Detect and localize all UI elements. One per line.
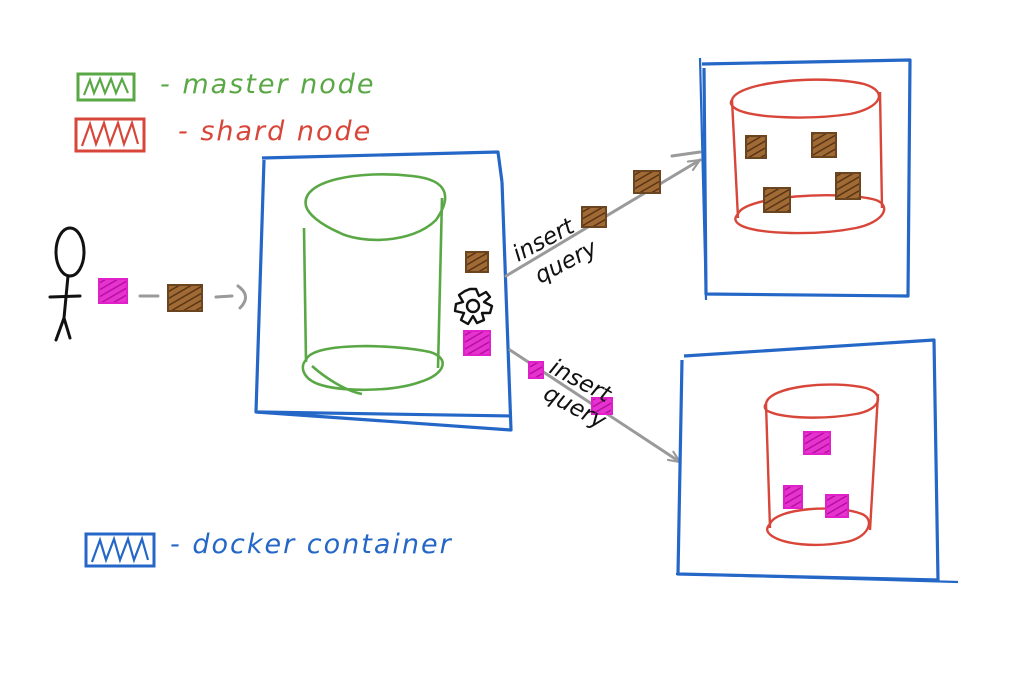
legend-shard-label: - shard node	[178, 116, 372, 147]
shard-container-bottom	[675, 338, 959, 584]
stored-document-brown-1	[745, 135, 767, 159]
stored-document-magenta-3	[825, 494, 849, 518]
master-swatch-icon	[76, 72, 136, 102]
stored-document-brown-2	[811, 132, 837, 158]
in-flight-document-brown-2	[633, 170, 661, 194]
master-container	[254, 150, 513, 432]
client-document-magenta	[98, 278, 128, 304]
shard-node-bottom	[763, 383, 880, 547]
container-swatch-icon	[84, 532, 156, 568]
user	[48, 226, 86, 342]
stored-document-magenta-2	[783, 485, 803, 509]
in-flight-document-magenta-2	[591, 397, 613, 415]
stored-document-brown-4	[835, 172, 861, 200]
client-document-brown	[167, 284, 203, 312]
stick-figure-icon	[48, 226, 86, 342]
legend-master-label: - master node	[160, 69, 376, 100]
stored-document-brown-3	[763, 187, 791, 213]
edge-to-shard-top: insert query	[504, 150, 700, 289]
in-flight-document-magenta-1	[528, 361, 544, 379]
master-node	[301, 173, 447, 396]
shard-container-top	[698, 57, 912, 301]
client-request-flow	[98, 278, 247, 312]
legend-shard-item: - shard node	[74, 116, 372, 153]
stored-document-magenta-1	[803, 431, 831, 455]
shard-node-top	[729, 78, 886, 235]
shard-swatch-icon	[74, 117, 146, 153]
gear-icon	[453, 287, 494, 326]
legend-master-item: - master node	[76, 69, 376, 102]
in-flight-document-brown-1	[581, 206, 607, 228]
legend: - master node - shard node - docker cont…	[74, 69, 453, 568]
legend-container-label: - docker container	[170, 529, 453, 560]
edge-to-shard-bottom: insert query	[508, 348, 680, 464]
router-document-brown	[465, 251, 489, 273]
router-document-magenta	[463, 330, 491, 356]
legend-container-item: - docker container	[84, 529, 453, 568]
